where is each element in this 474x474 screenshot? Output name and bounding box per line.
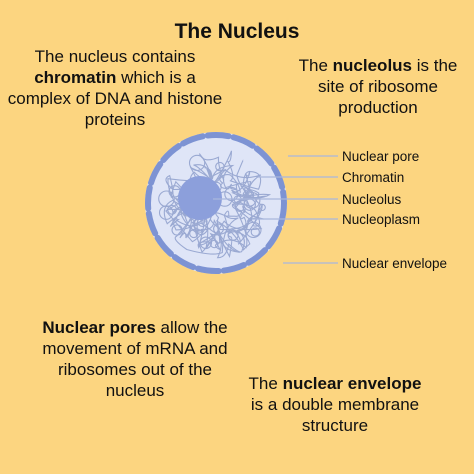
nucleolus-description: The nucleolus is the site of ribosome pr…: [290, 55, 466, 118]
nuclear-pore-label: Nuclear pore: [342, 149, 419, 164]
chromatin-loop: [213, 223, 224, 235]
chromatin-loop: [158, 205, 174, 220]
chromatin-loop: [199, 236, 213, 250]
nuclear-envelope-label: Nuclear envelope: [342, 256, 447, 271]
nucleolus-label: Nucleolus: [342, 192, 402, 207]
nucleolus-description-post: is the site of ribosome production: [318, 56, 458, 117]
chromatin-loop: [250, 227, 260, 237]
chromatin-loop: [258, 203, 266, 212]
page-title: The Nucleus: [174, 20, 300, 43]
nuclear-envelope: [145, 132, 287, 274]
nucleolus-description-pre: The: [298, 56, 333, 75]
chromatin-loop: [243, 191, 261, 209]
chromatin-loop: [188, 154, 206, 172]
nuclear-envelope-description-pre: The: [248, 374, 283, 393]
chromatin-description-pre: The nucleus contains: [34, 47, 196, 66]
nuclear-envelope-description: The nuclear envelope is a double membran…: [245, 373, 425, 436]
nuclear-envelope-description-post: is a double membrane structure: [250, 395, 420, 435]
chromatin-loop: [224, 186, 239, 202]
chromatin-description-post: which is a complex of DNA and histone pr…: [7, 68, 223, 129]
nucleolus: [178, 176, 222, 220]
chromatin-loop: [167, 204, 178, 215]
nucleoplasm-label: Nucleoplasm: [342, 212, 420, 227]
chromatin-label: Chromatin: [342, 170, 404, 185]
nuclear-pores-description-bold: Nuclear pores: [42, 318, 156, 337]
nuclear-pores-description: Nuclear pores allow the movement of mRNA…: [35, 317, 235, 401]
chromatin-description: The nucleus contains chromatin which is …: [6, 46, 224, 130]
chromatin-loop: [158, 190, 175, 208]
chromatin-description-bold: chromatin: [34, 68, 117, 87]
chromatin-strand: [165, 150, 263, 259]
chromatin-loop: [171, 224, 183, 236]
chromatin-loop: [210, 239, 219, 249]
nucleolus-description-bold: nucleolus: [332, 56, 413, 75]
chromatin-loop: [215, 161, 225, 172]
chromatin-loop: [189, 228, 199, 239]
nuclear-pores-description-post: allow the movement of mRNA and ribosomes…: [42, 318, 228, 400]
nuclear-envelope-description-bold: nuclear envelope: [282, 374, 422, 393]
chromatin-loop: [227, 229, 239, 241]
chromatin-loop: [245, 221, 262, 239]
